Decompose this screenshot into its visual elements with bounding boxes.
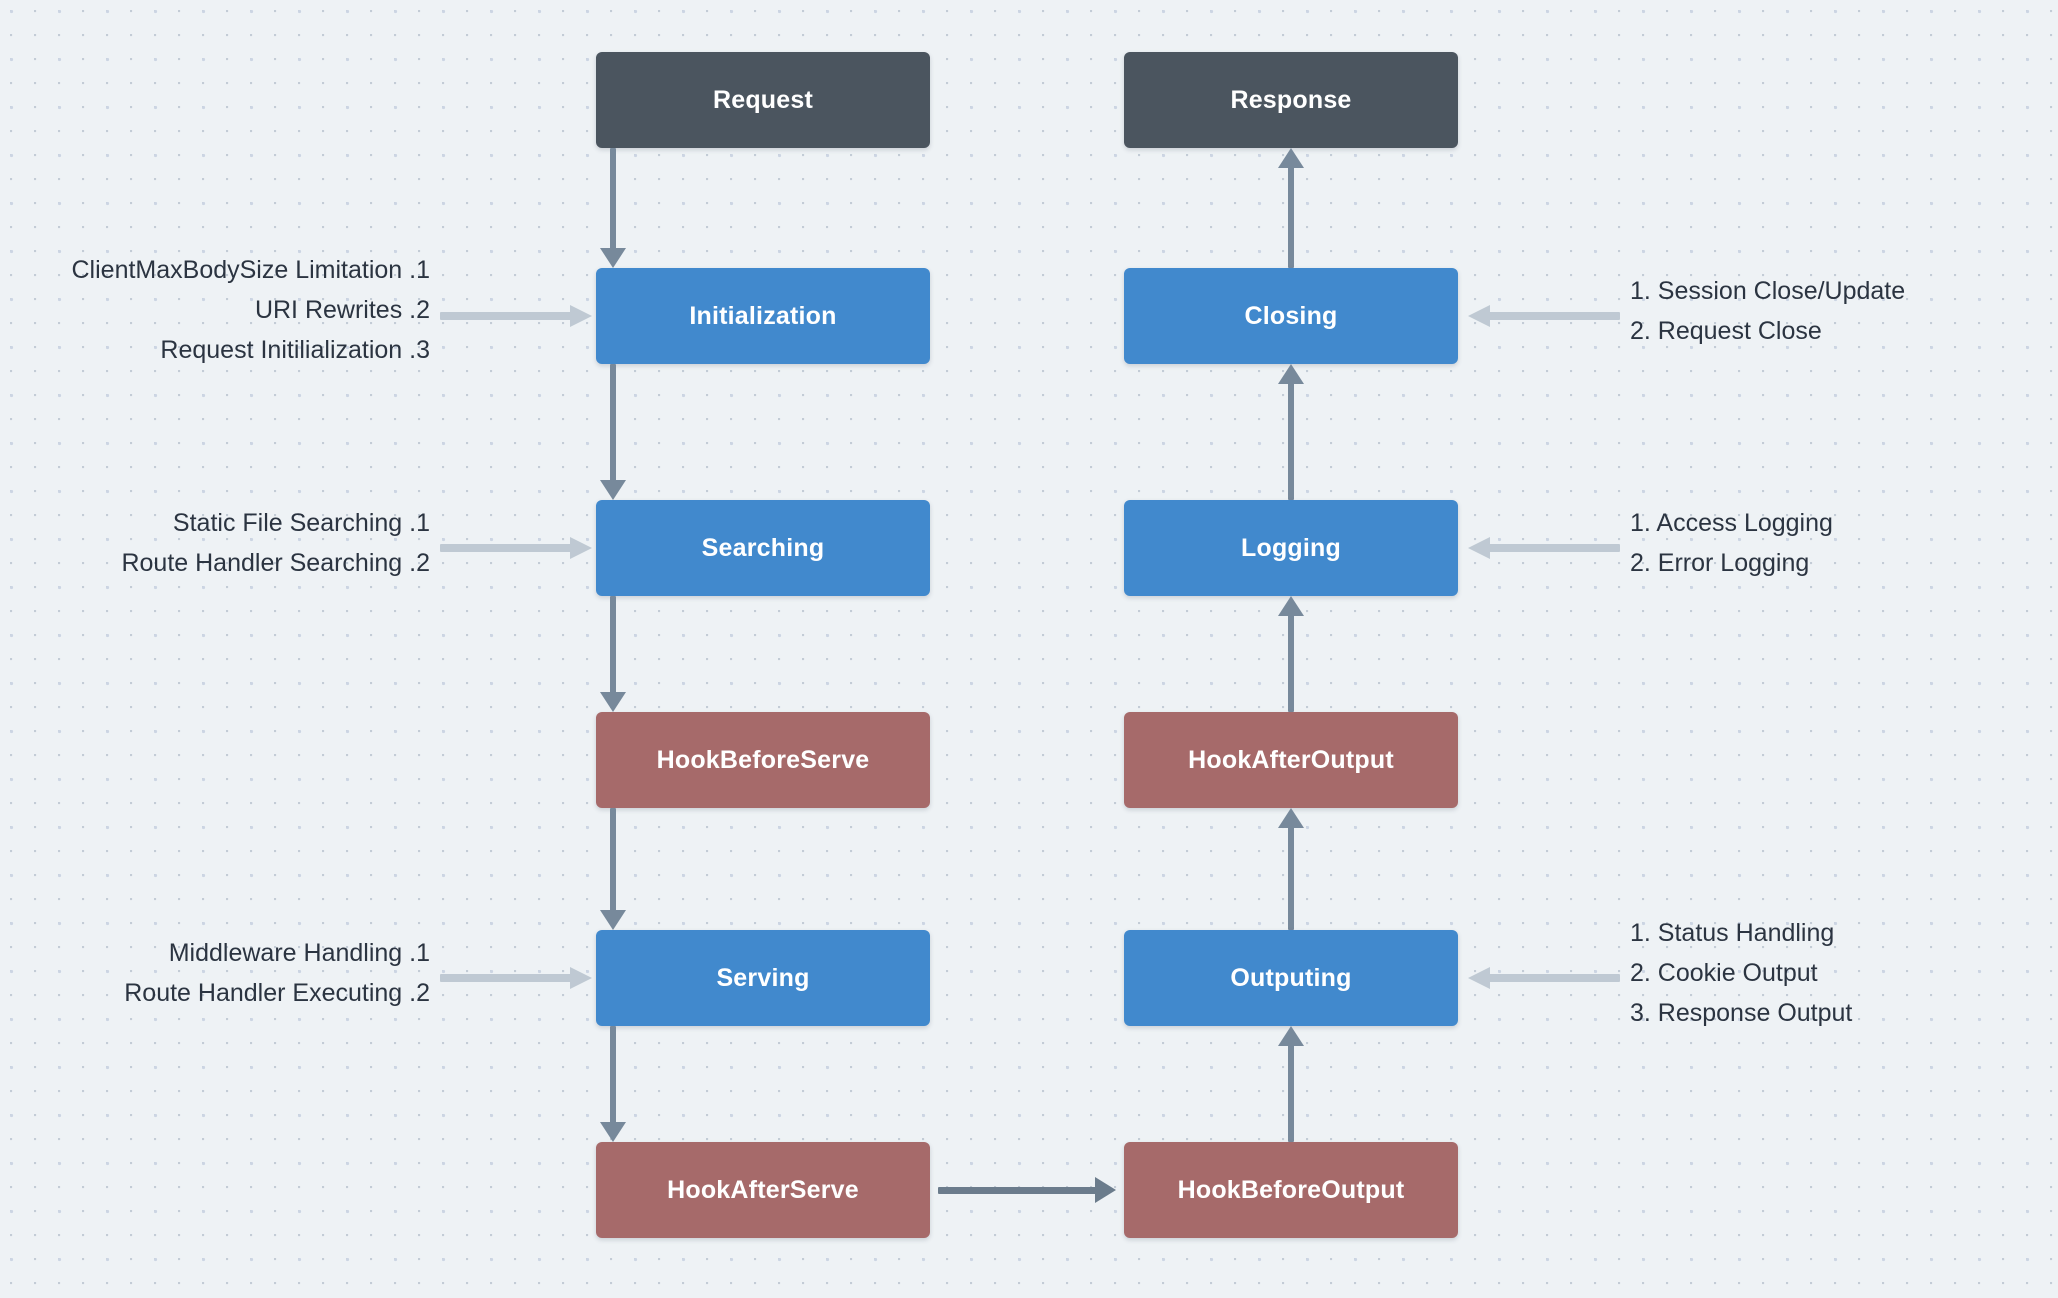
flow-arrow-hookafterserve-to-hookbeforeoutput bbox=[938, 1177, 1116, 1203]
node-hookafteroutput-label: HookAfterOutput bbox=[1188, 745, 1394, 774]
annotation-outputing-line-3: 3. Response Output bbox=[1630, 999, 1853, 1027]
flow-arrow-hookbeforeserve-to-serving bbox=[600, 808, 626, 930]
node-searching[interactable]: Searching bbox=[596, 500, 930, 596]
node-outputing[interactable]: Outputing bbox=[1124, 930, 1458, 1026]
annotation-closing-line-2: 2. Request Close bbox=[1630, 317, 1822, 345]
annotation-initialization-line-1: ClientMaxBodySize Limitation .1 bbox=[71, 256, 431, 284]
node-hookafteroutput[interactable]: HookAfterOutput bbox=[1124, 712, 1458, 808]
flow-arrow-hookbeforeoutput-to-outputing bbox=[1278, 1026, 1304, 1142]
node-hookafterserve[interactable]: HookAfterServe bbox=[596, 1142, 930, 1238]
node-searching-label: Searching bbox=[701, 533, 825, 562]
node-initialization-label: Initialization bbox=[689, 301, 837, 330]
node-serving-label: Serving bbox=[716, 963, 810, 992]
annotation-arrow-searching bbox=[440, 537, 592, 559]
annotation-closing: 1. Session Close/Update 2. Request Close bbox=[1630, 271, 1905, 351]
flow-arrow-logging-to-closing bbox=[1278, 364, 1304, 500]
annotation-arrow-initialization bbox=[440, 305, 592, 327]
node-logging[interactable]: Logging bbox=[1124, 500, 1458, 596]
annotation-closing-line-1: 1. Session Close/Update bbox=[1630, 277, 1906, 305]
flow-arrow-serving-to-hookafterserve bbox=[600, 1026, 626, 1142]
annotation-searching-line-2: Route Handler Searching .2 bbox=[121, 549, 430, 577]
annotation-arrow-closing bbox=[1468, 305, 1620, 327]
annotation-arrow-serving bbox=[440, 967, 592, 989]
flow-arrow-closing-to-response bbox=[1278, 148, 1304, 268]
annotation-serving-line-2: Route Handler Executing .2 bbox=[124, 979, 430, 1007]
annotation-initialization: ClientMaxBodySize Limitation .1 URI Rewr… bbox=[0, 250, 431, 370]
node-response-label: Response bbox=[1230, 85, 1352, 114]
flow-arrow-request-to-initialization bbox=[600, 148, 626, 268]
flow-arrow-initialization-to-searching bbox=[600, 364, 626, 500]
node-request[interactable]: Request bbox=[596, 52, 930, 148]
annotation-searching-line-1: Static File Searching .1 bbox=[172, 509, 430, 537]
node-closing[interactable]: Closing bbox=[1124, 268, 1458, 364]
annotation-outputing-line-2: 2. Cookie Output bbox=[1630, 959, 1818, 987]
annotation-serving-line-1: Middleware Handling .1 bbox=[168, 939, 430, 967]
annotation-logging-line-1: 1. Access Logging bbox=[1630, 509, 1833, 537]
annotation-initialization-line-3: Request Initilialization .3 bbox=[160, 336, 430, 364]
node-serving[interactable]: Serving bbox=[596, 930, 930, 1026]
annotation-logging-line-2: 2. Error Logging bbox=[1630, 549, 1810, 577]
node-hookbeforeoutput[interactable]: HookBeforeOutput bbox=[1124, 1142, 1458, 1238]
node-hookbeforeoutput-label: HookBeforeOutput bbox=[1177, 1175, 1405, 1204]
node-outputing-label: Outputing bbox=[1230, 963, 1352, 992]
annotation-arrow-outputing bbox=[1468, 967, 1620, 989]
annotation-logging: 1. Access Logging 2. Error Logging bbox=[1630, 503, 1833, 583]
node-logging-label: Logging bbox=[1241, 533, 1341, 562]
annotation-arrow-logging bbox=[1468, 537, 1620, 559]
annotation-outputing-line-1: 1. Status Handling bbox=[1630, 919, 1835, 947]
annotation-serving: Middleware Handling .1 Route Handler Exe… bbox=[0, 933, 430, 1013]
node-hookbeforeserve-label: HookBeforeServe bbox=[656, 745, 870, 774]
node-hookafterserve-label: HookAfterServe bbox=[667, 1175, 859, 1204]
node-initialization[interactable]: Initialization bbox=[596, 268, 930, 364]
flow-arrow-searching-to-hookbeforeserve bbox=[600, 596, 626, 712]
node-closing-label: Closing bbox=[1244, 301, 1338, 330]
flow-arrow-outputing-to-hookafteroutput bbox=[1278, 808, 1304, 930]
annotation-searching: Static File Searching .1 Route Handler S… bbox=[0, 503, 430, 583]
annotation-initialization-line-2: URI Rewrites .2 bbox=[254, 296, 430, 324]
annotation-outputing: 1. Status Handling 2. Cookie Output 3. R… bbox=[1630, 913, 1852, 1033]
node-hookbeforeserve[interactable]: HookBeforeServe bbox=[596, 712, 930, 808]
node-response[interactable]: Response bbox=[1124, 52, 1458, 148]
node-request-label: Request bbox=[712, 85, 814, 114]
flow-arrow-hookafteroutput-to-logging bbox=[1278, 596, 1304, 712]
